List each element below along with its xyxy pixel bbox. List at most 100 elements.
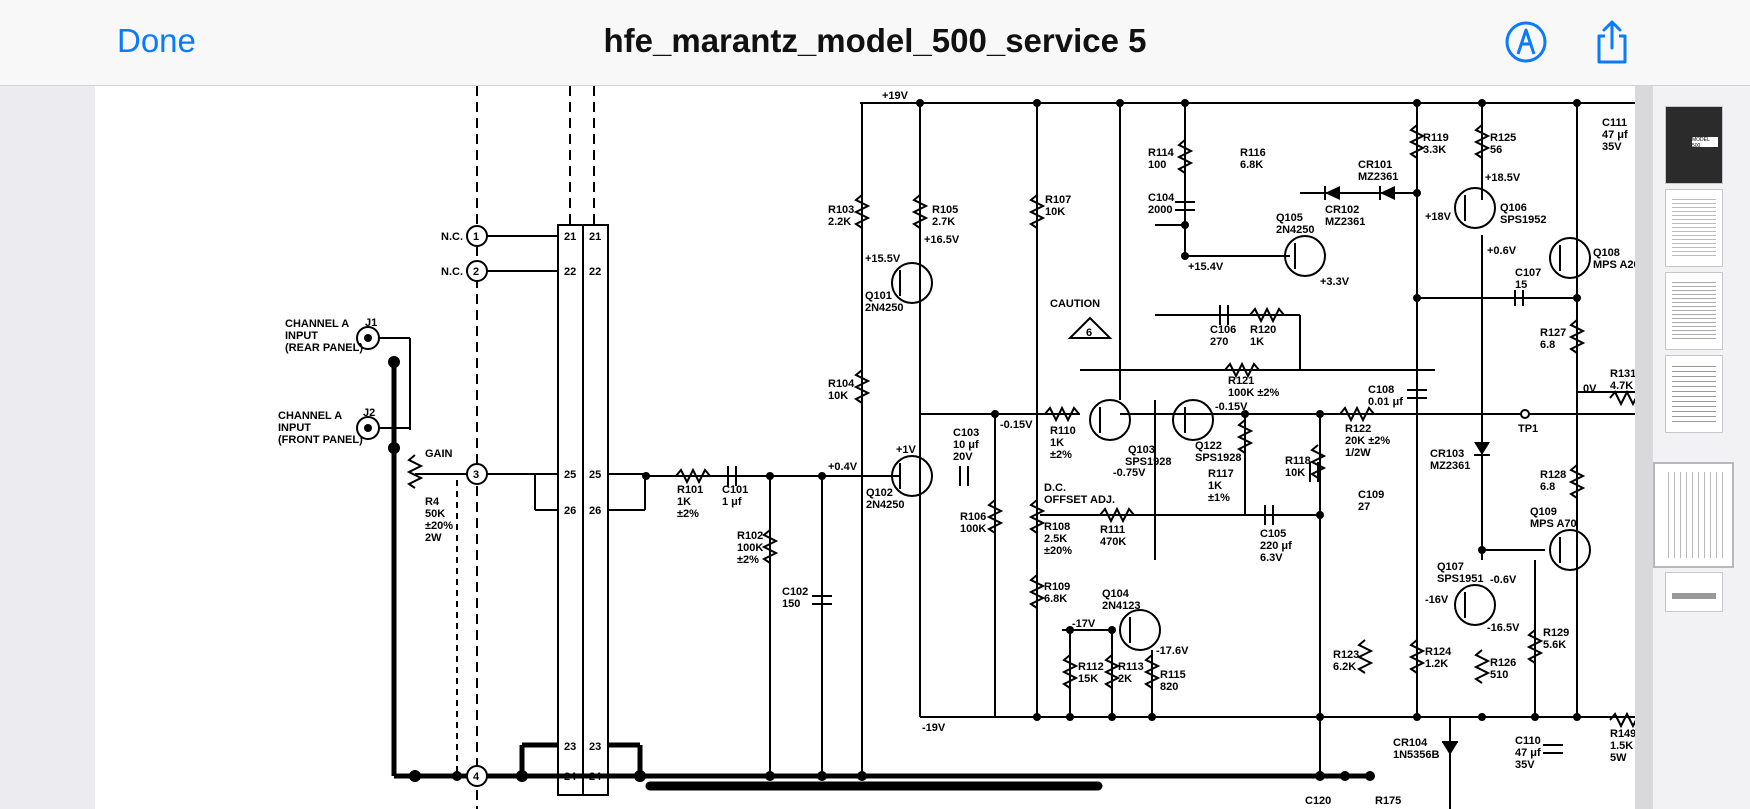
label-c111-3: 35V [1602, 141, 1622, 153]
label-p22b: 22 [589, 266, 601, 278]
label-r109-2: 6.8K [1044, 593, 1067, 605]
label-r105-2: 2.7K [932, 216, 955, 228]
label-r128-2: 6.8 [1540, 481, 1555, 493]
markup-pen-icon[interactable] [1502, 18, 1550, 66]
label-r125-1: R125 [1490, 132, 1516, 144]
label-vm06: -0.6V [1490, 574, 1517, 586]
label-r149-1: R149 [1610, 728, 1635, 740]
label-c111-2: 47 μf [1602, 129, 1628, 141]
label-p26b: 26 [589, 505, 601, 517]
label-r127-1: R127 [1540, 327, 1566, 339]
label-r115-1: R115 [1160, 669, 1186, 681]
label-ov: 0V [1583, 383, 1597, 395]
label-r115-2: 820 [1160, 681, 1178, 693]
label-q109-2: MPS A70 [1530, 518, 1577, 530]
schematic-diagram: +19V N.C. N.C. 1 2 3 4 21 21 22 22 25 25… [278, 86, 1635, 809]
label-q122-1: Q122 [1195, 440, 1222, 452]
label-p23a: 23 [564, 741, 576, 753]
label-caution: CAUTION [1050, 298, 1100, 310]
label-r110-1: R110 [1050, 425, 1076, 437]
label-r131-2: 4.7K [1610, 380, 1633, 392]
label-vm075: -0.75V [1113, 467, 1146, 479]
label-r117-2: 1K [1208, 480, 1222, 492]
label-r116-1: R116 [1240, 147, 1266, 159]
label-r124-2: 1.2K [1425, 658, 1448, 670]
page-thumbnail-5-selected[interactable] [1653, 462, 1734, 568]
label-c111-1: C111 [1602, 117, 1627, 129]
left-margin [0, 86, 95, 809]
label-gain: GAIN [425, 448, 453, 460]
label-r116-2: 6.8K [1240, 159, 1263, 171]
label-vm176: -17.6V [1156, 645, 1189, 657]
label-r102-1: R102 [737, 530, 763, 542]
label-cr101-1: CR101 [1358, 159, 1392, 171]
label-cr104-1: CR104 [1393, 737, 1428, 749]
page-thumbnail-6[interactable] [1665, 572, 1723, 612]
label-r126-2: 510 [1490, 669, 1508, 681]
label-c108-2: 0.01 μf [1368, 396, 1403, 408]
label-c102-2: 150 [782, 598, 800, 610]
label-v165: +16.5V [924, 234, 960, 246]
label-r123-2: 6.2K [1333, 661, 1356, 673]
label-r122-1: R122 [1345, 423, 1371, 435]
label-c109-2: 27 [1358, 501, 1370, 513]
label-vm19: -19V [922, 722, 946, 734]
label-r122-3: 1/2W [1345, 447, 1371, 459]
label-cha-front-1: CHANNEL A [278, 410, 342, 422]
label-dc-1: D.C. [1044, 482, 1066, 494]
label-r4-1: R4 [425, 496, 440, 508]
page-thumbnail-3[interactable] [1665, 272, 1723, 350]
label-r101-3: ±2% [677, 508, 699, 520]
label-cr102-1: CR102 [1325, 204, 1359, 216]
page-thumbnail-2[interactable] [1665, 189, 1723, 267]
label-r129-2: 5.6K [1543, 639, 1566, 651]
schematic-page[interactable]: +19V N.C. N.C. 1 2 3 4 21 21 22 22 25 25… [95, 86, 1635, 809]
label-j2: J2 [363, 407, 375, 419]
label-r119-1: R119 [1423, 132, 1449, 144]
label-r111-2: 470K [1100, 536, 1126, 548]
label-cr104-2: 1N5356B [1393, 749, 1440, 761]
label-pin1: 1 [473, 231, 479, 243]
label-c109-1: C109 [1358, 489, 1384, 501]
label-q104-2: 2N4123 [1102, 600, 1141, 612]
share-icon[interactable] [1588, 18, 1636, 66]
label-p24b: 24 [589, 771, 602, 783]
label-r122-2: 20K ±2% [1345, 435, 1390, 447]
label-r117-3: ±1% [1208, 492, 1230, 504]
label-r117-1: R117 [1208, 468, 1234, 480]
label-r121-1: R121 [1228, 375, 1254, 387]
navigation-bar: Done hfe_marantz_model_500_service 5 [0, 0, 1750, 86]
done-button[interactable]: Done [117, 22, 196, 59]
label-c110-1: C110 [1515, 735, 1541, 747]
label-r107-2: 10K [1045, 206, 1065, 218]
label-p25a: 25 [564, 469, 576, 481]
document-title: hfe_marantz_model_500_service 5 [603, 22, 1147, 59]
label-r128-1: R128 [1540, 469, 1566, 481]
page-thumbnail-1[interactable]: MODEL 500 [1665, 106, 1723, 184]
label-r102-3: ±2% [737, 554, 759, 566]
label-c102-1: C102 [782, 586, 808, 598]
label-r108-2: 2.5K [1044, 533, 1067, 545]
label-q107-2: SPS1951 [1437, 573, 1483, 585]
label-c105-1: C105 [1260, 528, 1286, 540]
label-p24a: 24 [564, 771, 577, 783]
thumbnail-1-title: MODEL 500 [1692, 137, 1718, 149]
label-v04: +0.4V [828, 461, 858, 473]
label-c101-2: 1 μf [722, 496, 742, 508]
thumbnail-sidebar[interactable]: MODEL 500 [1653, 86, 1750, 809]
label-tp1: TP1 [1518, 423, 1538, 435]
label-r108-3: ±20% [1044, 545, 1072, 557]
label-c104-2: 2000 [1148, 204, 1172, 216]
label-c103-3: 20V [953, 451, 973, 463]
label-c107-2: 15 [1515, 279, 1527, 291]
label-r127-2: 6.8 [1540, 339, 1555, 351]
page-scroll-gutter [1635, 86, 1653, 809]
label-pin4: 4 [473, 771, 480, 783]
label-r106-2: 100K [960, 523, 986, 535]
page-thumbnail-4[interactable] [1665, 355, 1723, 433]
label-cha-rear-3: (REAR PANEL) [285, 342, 363, 354]
label-p23b: 23 [589, 741, 601, 753]
label-q103-1: Q103 [1128, 444, 1155, 456]
label-cha-front-3: (FRONT PANEL) [278, 434, 363, 446]
label-p21a: 21 [564, 231, 576, 243]
